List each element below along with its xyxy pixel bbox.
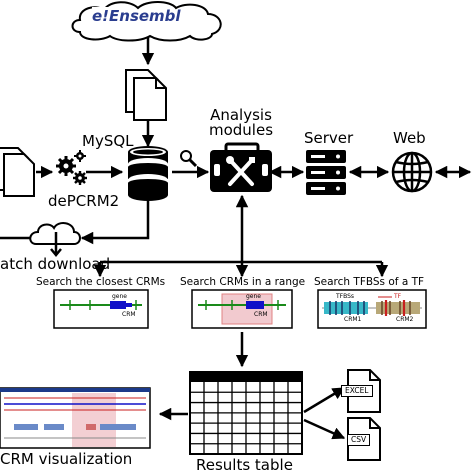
server-label: Server: [304, 129, 354, 147]
thumb-tfbs-crm1: CRM1: [344, 316, 362, 323]
thumb-range-crm: CRM: [254, 311, 268, 318]
ensembl-logo-mark: e!: [92, 7, 110, 25]
thumb-range-gene: gene: [246, 293, 261, 300]
thumb-tfbs-tf: TF: [394, 293, 402, 300]
gears-icon: [56, 150, 87, 185]
thumb-closest-crms: [53, 289, 149, 329]
thumb-closest-crm: CRM: [122, 311, 136, 318]
ensembl-logo[interactable]: e!Ensembl: [92, 7, 181, 25]
crm-visualization-screenshot: [0, 387, 151, 449]
crm-visualization-label: CRM visualization: [0, 450, 133, 468]
document-stack-left-icon: [0, 147, 35, 197]
arrow-db-to-download: [80, 200, 150, 245]
excel-label[interactable]: EXCEL: [341, 385, 373, 397]
analysis-label: Analysis modules: [208, 106, 274, 139]
document-stack-icon: [125, 69, 167, 121]
csv-label[interactable]: CSV: [347, 434, 371, 446]
query-tfbs-label[interactable]: Search TFBSs of a TF: [314, 276, 425, 288]
thumb-tfbs-crm2: CRM2: [396, 316, 414, 323]
arrow-table-csv: [303, 418, 346, 440]
connectors: [0, 34, 472, 440]
thumb-tfbs-tfbss: TFBSs: [336, 293, 355, 300]
globe-icon: [391, 151, 433, 193]
thumb-closest-gene: gene: [112, 293, 127, 300]
query-range-label[interactable]: Search CRMs in a range: [180, 276, 306, 288]
web-label: Web: [393, 129, 426, 147]
results-table-label: Results table: [196, 456, 293, 474]
depcrm2-label: dePCRM2: [48, 192, 120, 210]
table-icon: [189, 371, 303, 455]
database-icon: [128, 146, 168, 201]
cloud-download-icon: [29, 222, 81, 257]
server-rack-icon: [306, 150, 346, 195]
mysql-label: MySQL: [82, 132, 134, 150]
ensembl-logo-text: Ensembl: [109, 7, 181, 25]
ensembl-cloud-icon: [71, 1, 222, 42]
toolbox-icon: [210, 142, 272, 192]
query-closest-label[interactable]: Search the closest CRMs: [36, 276, 166, 288]
thumb-crms-in-range: [191, 289, 293, 329]
magnifier-icon: [180, 150, 198, 168]
thumb-tfbss: [317, 289, 427, 329]
batch-download-label[interactable]: atch download: [0, 255, 111, 273]
arrow-table-excel: [303, 386, 346, 414]
